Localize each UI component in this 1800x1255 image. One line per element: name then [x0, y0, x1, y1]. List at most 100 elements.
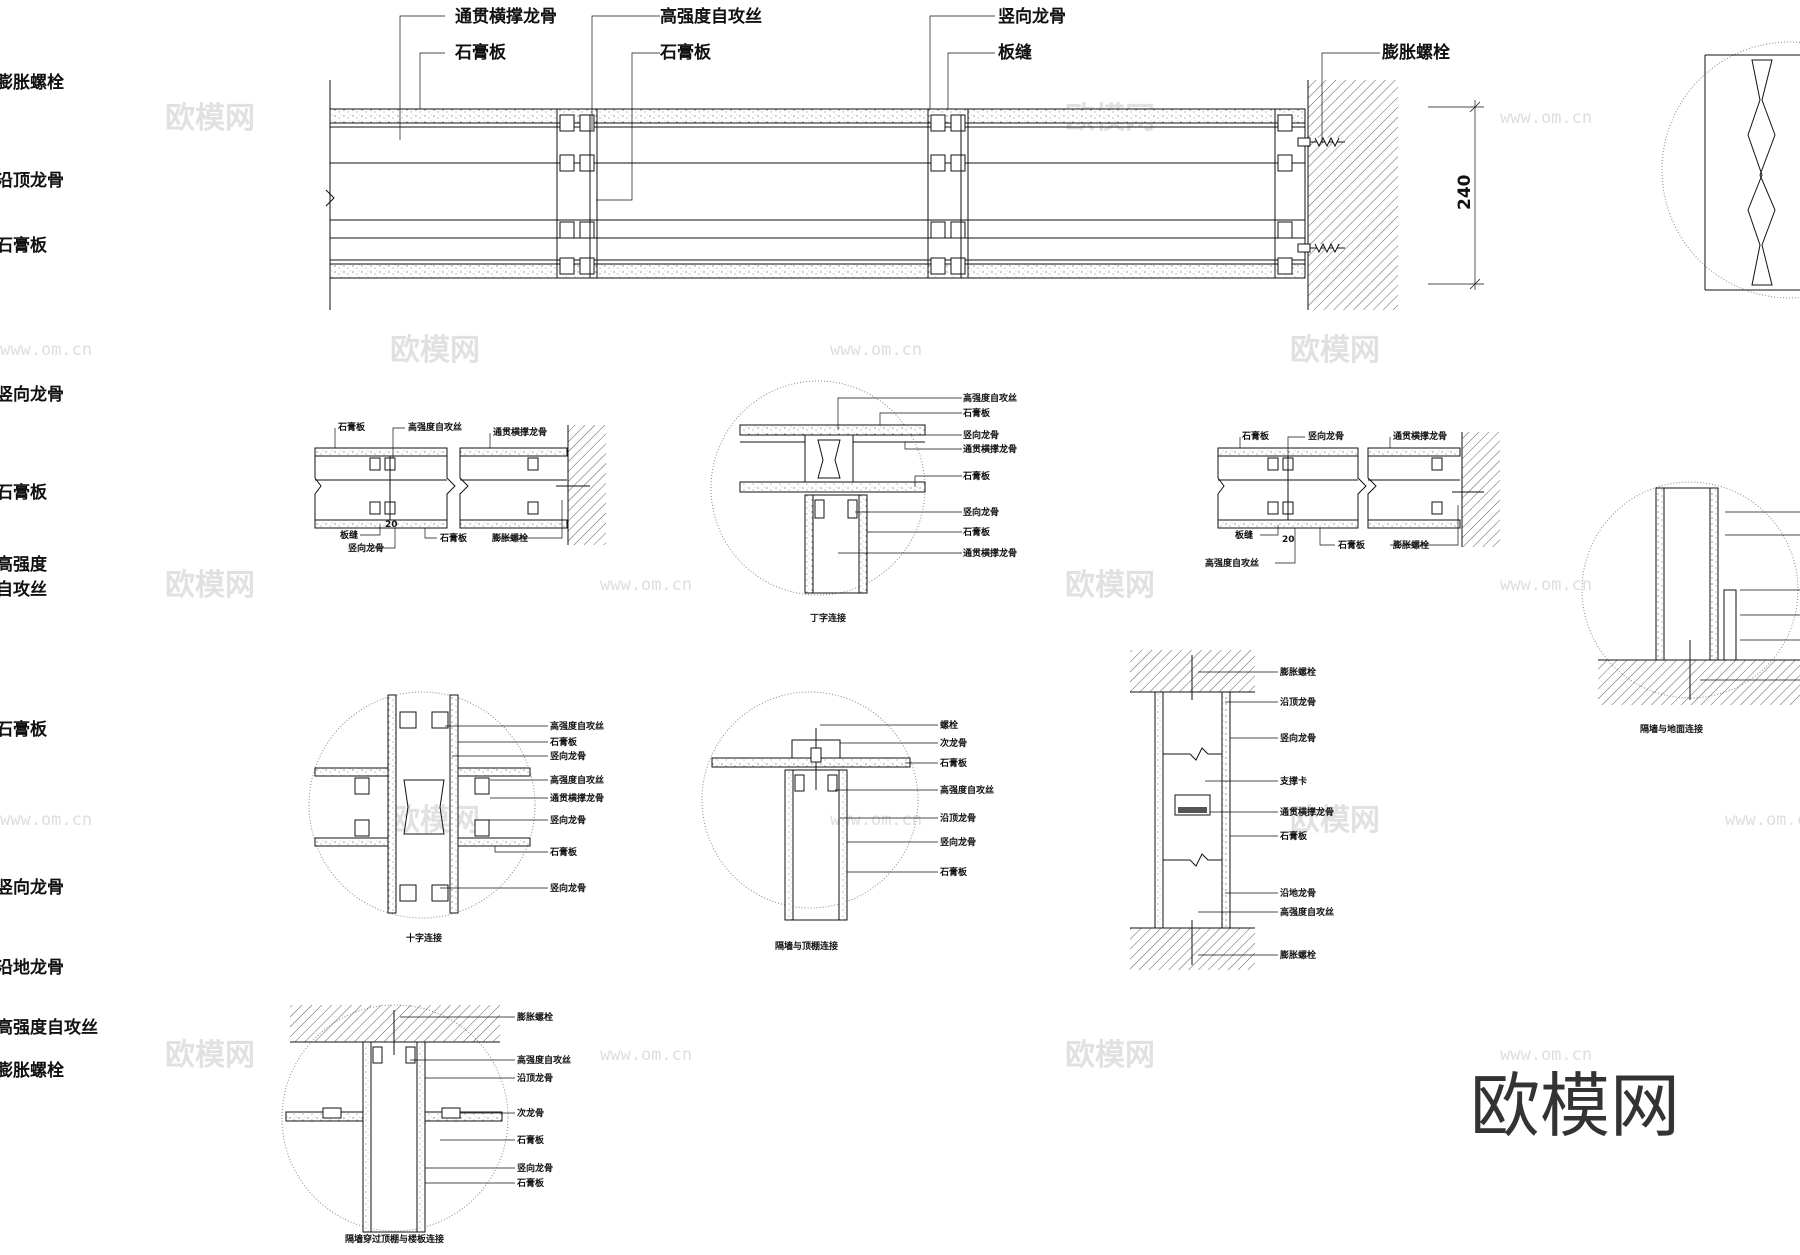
label: 通贯横撑龙骨: [963, 547, 1017, 559]
left-label: 膨胀螺栓: [0, 1060, 64, 1081]
watermark-url: www.om.cn: [600, 1045, 692, 1065]
label: 石膏板: [659, 42, 712, 63]
left-label: 沿顶龙骨: [0, 170, 64, 191]
left-label: 沿地龙骨: [0, 957, 64, 978]
label: 石膏板: [1241, 430, 1270, 442]
watermark-url: www.om.cn: [1725, 810, 1800, 830]
label: 板缝: [340, 529, 358, 541]
label: 竖向龙骨: [940, 836, 976, 848]
label: 石膏板: [549, 846, 578, 858]
label: 次龙骨: [940, 737, 967, 749]
watermark-cn: 欧模网: [1065, 1038, 1155, 1073]
label: 石膏板: [454, 42, 507, 63]
watermark-url: www.om.cn: [830, 810, 922, 830]
label: 高强度自攻丝: [940, 784, 994, 796]
label: 通贯横撑龙骨: [455, 6, 557, 27]
watermark-cn: 欧模网: [1290, 333, 1380, 368]
detail-ceiling-joint: 螺栓 次龙骨 石膏板 高强度自攻丝 沿顶龙骨 竖向龙骨 石膏板 隔墙与顶棚连接: [701, 691, 994, 952]
watermark-url: www.om.cn: [1500, 1045, 1592, 1065]
detail-slab-joint: 膨胀螺栓 高强度自攻丝 沿顶龙骨 次龙骨 石膏板 竖向龙骨 石膏板 隔墙穿过顶棚…: [281, 1004, 571, 1245]
label: 竖向龙骨: [1280, 732, 1316, 744]
label: 高强度自攻丝: [550, 774, 604, 786]
caption: 隔墙与地面连接: [1640, 723, 1703, 735]
left-label: 竖向龙骨: [0, 384, 64, 405]
label: 高强度自攻丝: [517, 1054, 571, 1066]
label: 板缝: [1235, 529, 1253, 541]
label: 竖向龙骨: [517, 1162, 553, 1174]
caption: 十字连接: [406, 932, 442, 944]
caption: 隔墙与顶棚连接: [775, 940, 838, 952]
dimension-240: 240: [1455, 174, 1475, 210]
left-label: 膨胀螺栓: [0, 72, 64, 93]
watermark-url: www.om.cn: [1500, 108, 1592, 128]
label: 高强度自攻丝: [963, 392, 1017, 404]
label: 膨胀螺栓: [1279, 666, 1316, 678]
label: 竖向龙骨: [963, 506, 999, 518]
watermark-cn: 欧模网: [165, 568, 255, 603]
detail-t-joint: 高强度自攻丝 石膏板 竖向龙骨 通贯横撑龙骨 石膏板 竖向龙骨 石膏板 通贯横撑…: [710, 380, 1017, 624]
watermark-cn: 欧模网: [1065, 568, 1155, 603]
label: 石膏板: [1279, 830, 1308, 842]
gypsum-board-top: [329, 108, 1306, 124]
vertical-stud: [1274, 108, 1306, 279]
watermark-url: www.om.cn: [830, 340, 922, 360]
left-label: 竖向龙骨: [0, 877, 64, 898]
label: 石膏板: [337, 421, 366, 433]
label: 石膏板: [1337, 539, 1366, 551]
label: 竖向龙骨: [963, 429, 999, 441]
label: 石膏板: [549, 736, 578, 748]
label: 通贯横撑龙骨: [493, 426, 547, 438]
plan-detail-right: 石膏板 竖向龙骨 通贯横撑龙骨 20 板缝 高强度自攻丝 石膏板 膨胀螺栓: [1205, 430, 1500, 569]
label: 通贯横撑龙骨: [1280, 806, 1334, 818]
label: 次龙骨: [517, 1107, 544, 1119]
label: 沿顶龙骨: [940, 812, 976, 824]
watermark-url: www.om.cn: [0, 340, 92, 360]
label: 石膏板: [439, 532, 468, 544]
brand-logo-text: 欧模网: [1470, 1065, 1680, 1147]
left-label-column: 膨胀螺栓 沿顶龙骨 石膏板 竖向龙骨 石膏板 高强度 自攻丝 石膏板 竖向龙骨 …: [0, 72, 98, 1081]
label: 通贯横撑龙骨: [550, 792, 604, 804]
label: 竖向龙骨: [998, 6, 1066, 27]
watermark-cn: 欧模网: [165, 1038, 255, 1073]
label: 板缝: [998, 42, 1032, 63]
label: 竖向龙骨: [348, 542, 384, 554]
label: 高强度自攻丝: [1280, 906, 1334, 918]
label: 竖向龙骨: [550, 814, 586, 826]
label: 高强度自攻丝: [660, 6, 762, 27]
left-label: 高强度: [0, 554, 48, 575]
watermark-cn: 欧模网: [1290, 803, 1380, 838]
watermark-url: www.om.cn: [0, 810, 92, 830]
label: 竖向龙骨: [550, 882, 586, 894]
label: 支撑卡: [1279, 775, 1307, 787]
watermark-cn: 欧模网: [390, 803, 480, 838]
left-label: 自攻丝: [0, 579, 47, 600]
label: 石膏板: [962, 470, 991, 482]
detail-floor-joint: 隔墙与地面连接: [1581, 481, 1800, 735]
label: 石膏板: [516, 1177, 545, 1189]
watermark-cn: 欧模网: [165, 101, 255, 136]
label: 石膏板: [962, 526, 991, 538]
label: 膨胀螺栓: [1279, 949, 1316, 961]
plan-detail-left: 石膏板 高强度自攻丝 通贯横撑龙骨 20 板缝 竖向龙骨 石膏板 膨胀螺栓: [314, 421, 606, 554]
label: 膨胀螺栓: [1382, 42, 1450, 63]
gypsum-board-bottom: [329, 263, 1306, 279]
label: 通贯横撑龙骨: [963, 443, 1017, 455]
caption: 隔墙穿过顶棚与楼板连接: [345, 1233, 444, 1245]
concrete-wall: [1308, 80, 1398, 310]
elevation-section: 膨胀螺栓 沿顶龙骨 竖向龙骨 支撑卡 通贯横撑龙骨 石膏板 沿地龙骨 高强度自攻…: [1130, 650, 1334, 970]
label: 高强度自攻丝: [1205, 557, 1259, 569]
label: 膨胀螺栓: [1392, 539, 1429, 551]
label: 高强度自攻丝: [550, 720, 604, 732]
label: 沿顶龙骨: [1280, 696, 1316, 708]
label: 石膏板: [516, 1134, 545, 1146]
vertical-stud: [927, 108, 969, 279]
label: 膨胀螺栓: [491, 532, 528, 544]
vertical-stud: [556, 108, 598, 279]
left-label: 石膏板: [0, 482, 48, 503]
caption: 丁字连接: [810, 612, 846, 624]
left-label: 高强度自攻丝: [0, 1017, 98, 1038]
label: 高强度自攻丝: [408, 421, 462, 433]
label: 通贯横撑龙骨: [1393, 430, 1447, 442]
watermark-url: www.om.cn: [600, 575, 692, 595]
